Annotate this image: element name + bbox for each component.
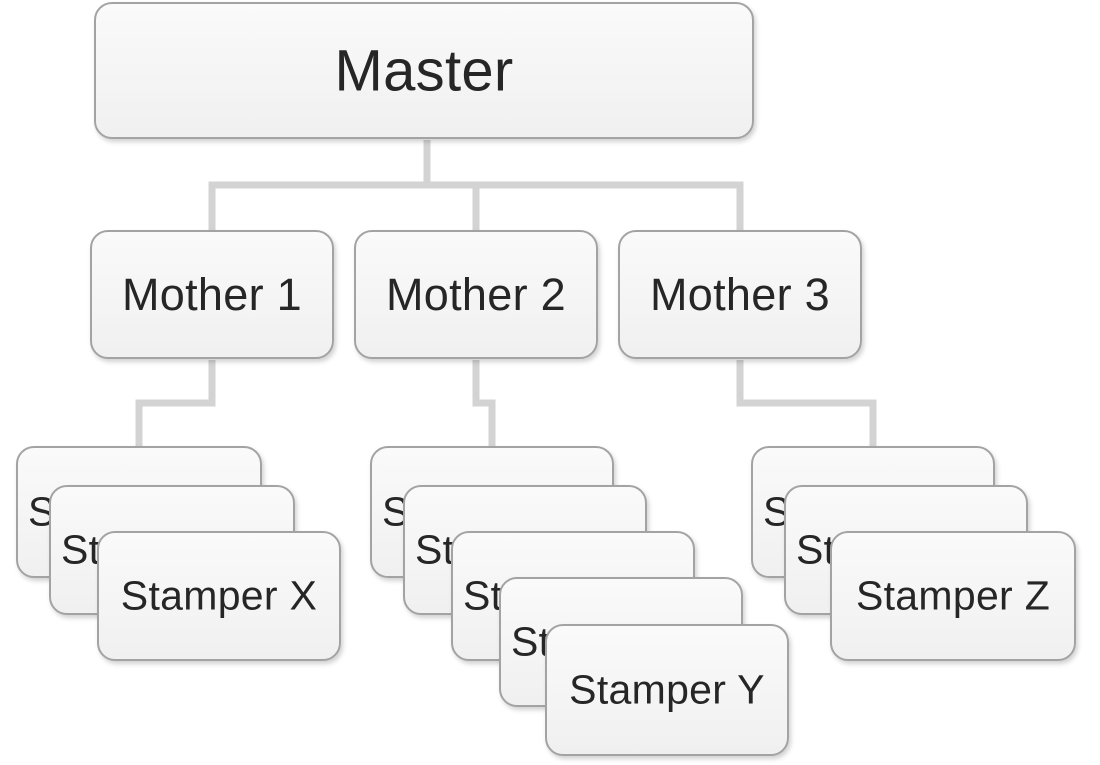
mother-node-2: Mother 2	[354, 230, 598, 359]
mother-node-1: Mother 1	[90, 230, 334, 359]
mother-label: Mother 2	[386, 268, 566, 320]
stamper-y-node: Stamper Y	[545, 624, 789, 756]
stamper-z-label: Stamper Z	[855, 572, 1051, 619]
stamper-x-label: Stamper X	[120, 572, 318, 619]
mother-node-3: Mother 3	[618, 230, 862, 359]
mother3-to-stamper-connector	[736, 360, 877, 448]
stamper-z-node: Stamper Z	[830, 531, 1076, 661]
mother-label: Mother 1	[122, 268, 302, 320]
stamper-x-node: Stamper X	[97, 531, 341, 661]
master-node: Master	[94, 2, 754, 139]
mother-label: Mother 3	[650, 268, 830, 320]
mother1-to-stamper-connector	[135, 360, 216, 448]
mother2-to-stamper-connector	[472, 360, 496, 448]
master-label: Master	[334, 38, 514, 103]
stamper-y-label: Stamper Y	[569, 666, 765, 713]
master-to-mothers-connector	[208, 140, 744, 232]
